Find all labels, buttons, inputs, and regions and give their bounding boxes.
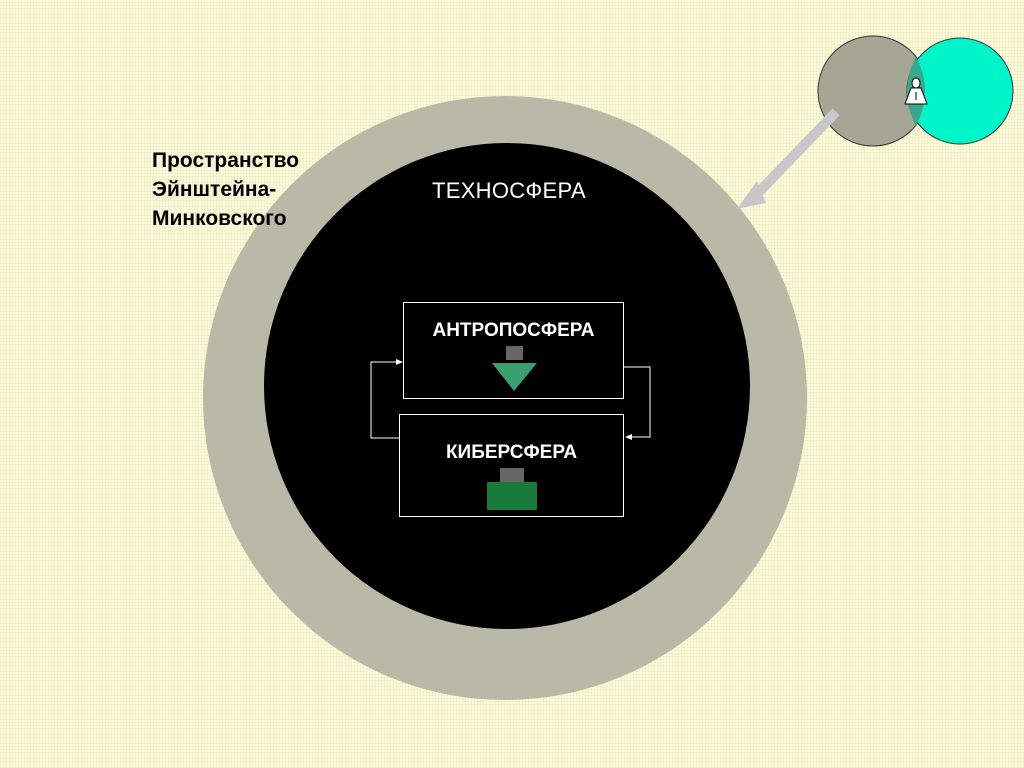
anthroposphere-label: АНТРОПОСФЕРА [432,320,595,341]
cybersphere-icon-connector [500,468,524,482]
feedback-line-right [624,366,651,438]
anthroposphere-icon-triangle [492,363,537,391]
feedback-line-left [370,361,402,439]
cybersphere-icon [487,468,537,510]
venn-circle-cyan [906,37,1014,145]
cybersphere-box: КИБЕРСФЕРА [399,414,624,517]
gray-arrow [737,108,840,209]
feedback-arrowhead-left [396,359,403,365]
anthroposphere-icon [492,346,537,391]
space-label-line-3: Минковского [152,207,287,230]
technosphere-label: ТЕХНОСФЕРА [432,178,586,203]
cybersphere-label: КИБЕРСФЕРА [445,442,578,463]
space-label-line-1: Пространство [152,149,300,172]
anthroposphere-icon-connector [506,346,523,360]
feedback-arrowhead-right [625,434,632,440]
cybersphere-icon-block [487,482,537,510]
person-icon [904,77,928,105]
space-label-line-2: Эйнштейна- [152,178,277,201]
anthroposphere-box: АНТРОПОСФЕРА [403,302,624,399]
space-label: Пространство Эйнштейна- Минковского [152,146,299,233]
